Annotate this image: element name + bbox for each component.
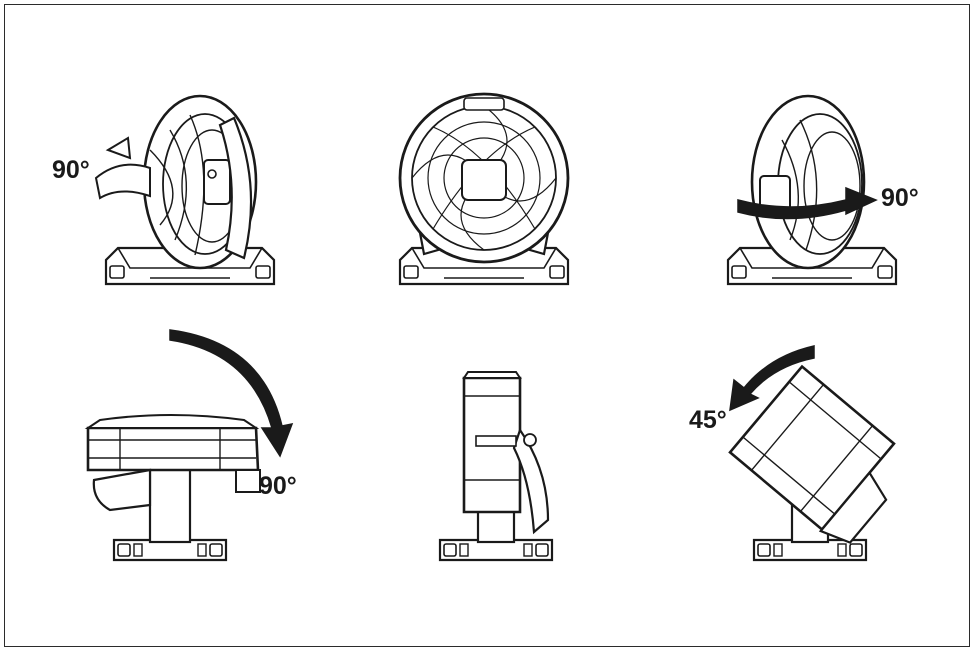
angle-label-bottom-left: 90°: [259, 472, 297, 500]
rotate-arrow-top-left: [94, 163, 151, 200]
figure-frame: [4, 4, 970, 647]
fan-bottom-center-illustration: [438, 371, 554, 562]
rotate-arrow-bottom-left: [169, 329, 294, 458]
angle-label-bottom-right: 45°: [689, 406, 727, 434]
rotate-arrow-top-left-head: [105, 136, 132, 160]
rotate-arrow-top-right: [737, 186, 878, 220]
fan-top-right-illustration: [726, 94, 898, 286]
fan-top-center-illustration: [398, 92, 570, 286]
fan-top-left-illustration: [104, 94, 276, 286]
rotate-arrow-bottom-right: [729, 345, 815, 412]
angle-label-top-right: 90°: [881, 184, 919, 212]
angle-label-top-left: 90°: [52, 156, 90, 184]
fan-bottom-right-illustration: [728, 364, 896, 562]
fan-bottom-left-illustration: [84, 414, 261, 562]
